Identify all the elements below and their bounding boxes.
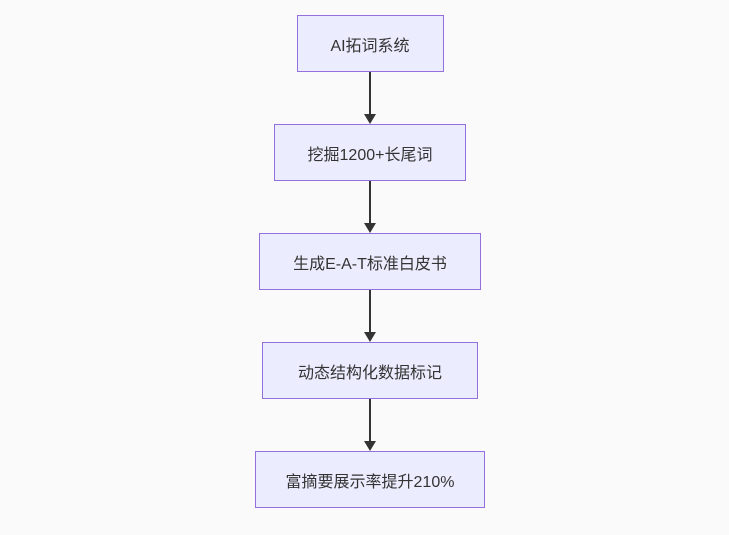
flow-node-ai-word-expansion-system: AI拓词系统 (296, 15, 444, 72)
flow-node-label: 动态结构化数据标记 (297, 364, 442, 382)
flow-node-label: 富摘要展示率提升210% (285, 473, 455, 491)
down-arrow (364, 399, 376, 451)
flow-node-generate-eat-whitepaper: 生成E-A-T标准白皮书 (259, 233, 481, 290)
down-arrow (364, 290, 376, 342)
flow-node-label: AI拓词系统 (330, 37, 410, 55)
arrowhead-icon (364, 332, 376, 342)
flow-node-mine-longtail-keywords: 挖掘1200+长尾词 (274, 124, 466, 181)
arrowhead-icon (364, 114, 376, 124)
arrow-shaft (369, 290, 371, 332)
flow-node-rich-snippet-rate-increase: 富摘要展示率提升210% (255, 451, 485, 508)
arrowhead-icon (364, 441, 376, 451)
flowchart: AI拓词系统 挖掘1200+长尾词 生成E-A-T标准白皮书 动态结构化数据标记… (255, 15, 485, 508)
arrowhead-icon (364, 223, 376, 233)
down-arrow (364, 181, 376, 233)
flow-node-label: 挖掘1200+长尾词 (307, 146, 433, 164)
arrow-shaft (369, 181, 371, 223)
flow-node-label: 生成E-A-T标准白皮书 (293, 255, 447, 273)
flow-node-dynamic-structured-data-markup: 动态结构化数据标记 (262, 342, 478, 399)
arrow-shaft (369, 399, 371, 441)
down-arrow (364, 72, 376, 124)
arrow-shaft (369, 72, 371, 114)
